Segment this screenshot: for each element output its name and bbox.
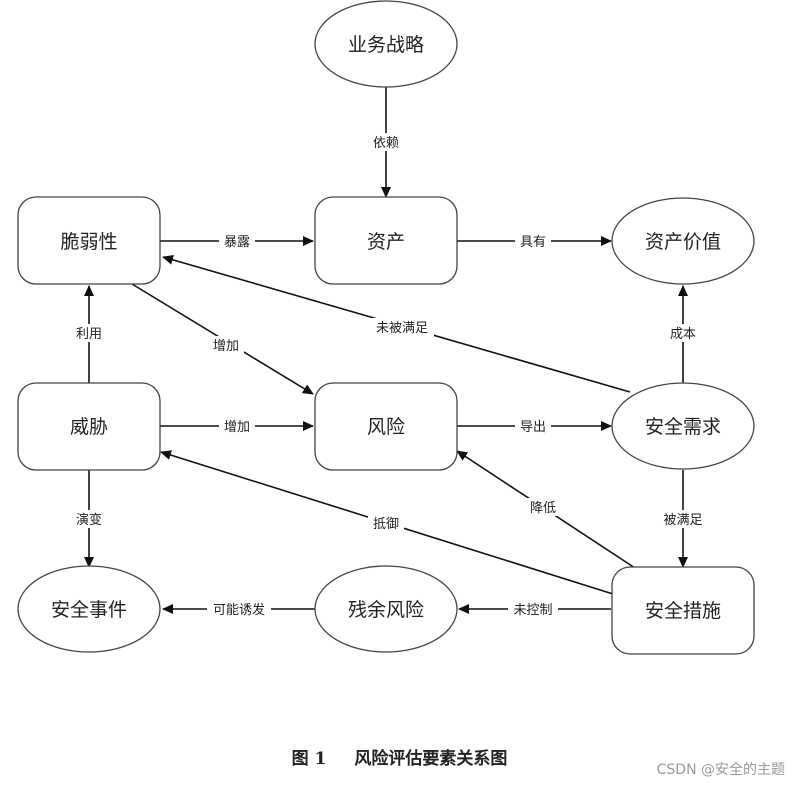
node-asset-value-label: 资产价值 bbox=[645, 231, 721, 253]
node-security-event-label: 安全事件 bbox=[51, 599, 127, 621]
node-security-measure: 安全措施 bbox=[611, 566, 755, 655]
edge-label-may-trigger: 可能诱发 bbox=[213, 602, 265, 618]
risk-assessment-diagram: 依赖 暴露 具有 利用 增加 未被满足 成本 增加 导出 bbox=[17, 0, 755, 655]
node-security-measure-label: 安全措施 bbox=[645, 600, 721, 622]
edge-asset-value: 具有 bbox=[457, 232, 612, 250]
edge-label-resists: 抵御 bbox=[373, 517, 399, 532]
edge-threat-vulnerability: 利用 bbox=[71, 285, 107, 383]
node-strategy-label: 业务战略 bbox=[348, 34, 424, 56]
edge-label-unmet: 未被满足 bbox=[376, 321, 428, 336]
edge-risk-need: 导出 bbox=[457, 417, 612, 435]
edge-measure-residual: 未控制 bbox=[458, 600, 611, 618]
edge-label-increases-v: 增加 bbox=[213, 339, 239, 354]
edge-need-vulnerability: 未被满足 bbox=[162, 254, 631, 393]
edge-label-satisfied: 被满足 bbox=[663, 513, 702, 528]
watermark: CSDN @安全的主题 bbox=[656, 762, 785, 778]
node-vulnerability: 脆弱性 bbox=[17, 196, 161, 285]
edge-label-evolves: 演变 bbox=[76, 512, 102, 528]
edge-label-exposes: 暴露 bbox=[224, 235, 250, 250]
node-threat-label: 威胁 bbox=[70, 416, 108, 438]
node-asset: 资产 bbox=[314, 196, 458, 285]
edge-strategy-asset: 依赖 bbox=[368, 87, 404, 198]
edge-label-utilizes: 利用 bbox=[76, 327, 102, 342]
figure-number: 图 1 bbox=[291, 749, 327, 769]
edge-label-derives: 导出 bbox=[520, 420, 546, 435]
edge-label-uncontrolled: 未控制 bbox=[513, 603, 552, 618]
edge-residual-event: 可能诱发 bbox=[162, 600, 315, 618]
edge-threat-event: 演变 bbox=[71, 470, 107, 568]
edge-vulnerability-asset: 暴露 bbox=[160, 232, 314, 250]
edge-label-reduces: 降低 bbox=[530, 501, 556, 516]
edge-label-depends: 依赖 bbox=[373, 136, 399, 151]
node-strategy: 业务战略 bbox=[314, 0, 458, 88]
figure-caption: 图 1 风险评估要素关系图 bbox=[0, 744, 799, 769]
edge-label-cost: 成本 bbox=[670, 327, 696, 342]
edge-measure-risk: 降低 bbox=[456, 450, 636, 569]
node-risk-label: 风险 bbox=[367, 416, 405, 438]
node-asset-value: 资产价值 bbox=[611, 197, 755, 285]
node-asset-label: 资产 bbox=[367, 231, 405, 253]
node-risk: 风险 bbox=[314, 382, 458, 471]
figure-title: 风险评估要素关系图 bbox=[354, 749, 508, 769]
node-residual-risk: 残余风险 bbox=[314, 565, 458, 653]
edge-need-measure: 被满足 bbox=[658, 470, 708, 568]
node-vulnerability-label: 脆弱性 bbox=[60, 231, 117, 253]
node-security-event: 安全事件 bbox=[17, 565, 161, 653]
node-security-need: 安全需求 bbox=[611, 382, 755, 470]
edge-need-value: 成本 bbox=[665, 285, 701, 383]
node-security-need-label: 安全需求 bbox=[645, 416, 721, 438]
edge-label-has: 具有 bbox=[520, 235, 546, 250]
node-residual-risk-label: 残余风险 bbox=[348, 599, 424, 621]
edge-measure-threat: 抵御 bbox=[160, 450, 614, 595]
node-threat: 威胁 bbox=[17, 382, 161, 471]
edge-threat-risk: 增加 bbox=[160, 417, 314, 435]
edge-vulnerability-risk: 增加 bbox=[131, 283, 314, 395]
edge-label-increases-t: 增加 bbox=[224, 420, 250, 435]
